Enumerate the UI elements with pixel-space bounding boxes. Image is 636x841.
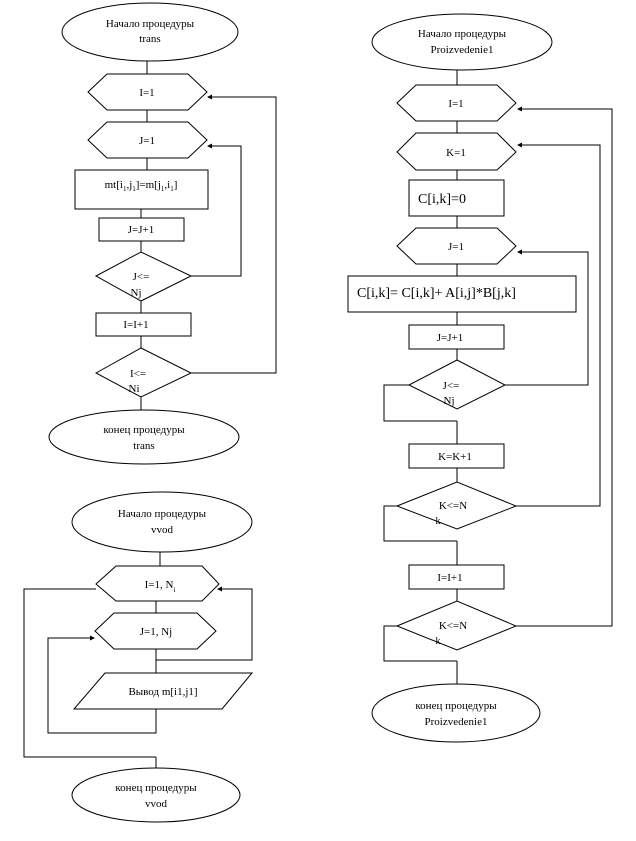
proizvedenie-end-label-2: Proizvedenie1 (425, 716, 488, 728)
trans-j-inc-process: J=J+1 (98, 217, 185, 242)
trans-assign-label: mt[i1,j1]=m[j1,i1] (105, 179, 178, 193)
proizvedenie-k-cond-decision: K<=N k (395, 481, 518, 530)
proizvedenie-k-inc-label: K=K+1 (438, 451, 472, 463)
proizvedenie-j-init-label: J=1 (448, 241, 464, 253)
vvod-i-loop-label: I=1, Ni (145, 579, 176, 594)
proizvedenie-start-label-2: Proizvedenie1 (431, 44, 494, 56)
trans-i-inc-process: I=I+1 (95, 312, 192, 337)
vvod-end-label-2: vvod (145, 798, 168, 810)
proizvedenie-i-cond-label-2: k (436, 636, 441, 647)
proizvedenie-c-accum-process: C[i,k]= C[i,k]+ A[i,j]*B[j,k] (347, 275, 577, 313)
proizvedenie-c-zero-label: C[i,k]=0 (418, 192, 466, 207)
trans-start-label-2: trans (139, 33, 160, 45)
vvod-end-label-1: конец процедуры (115, 782, 197, 794)
proizvedenie-i-inc-label: I=I+1 (437, 572, 462, 584)
vvod-end-terminator: конец процедуры vvod (71, 767, 241, 823)
proizvedenie-k-inc-process: K=K+1 (408, 443, 505, 469)
trans-flowchart: Начало процедуры trans I=1 J=1 mt[i1,j1]… (48, 2, 277, 465)
proizvedenie-i-init-hexagon: I=1 (396, 84, 517, 122)
trans-end-label-1: конец процедуры (103, 424, 185, 436)
trans-j-cond-decision: J<= Nj (94, 251, 193, 302)
trans-j-inc-label: J=J+1 (128, 224, 154, 236)
proizvedenie-i-init-label: I=1 (448, 98, 463, 110)
trans-i-init-hexagon: I=1 (87, 73, 208, 111)
vvod-start-label-2: vvod (151, 524, 174, 536)
vvod-j-loop-hexagon: J=1, Nj (94, 612, 217, 650)
trans-connectors (140, 61, 277, 410)
proizvedenie-i-cond-label-1: K<=N (439, 620, 467, 632)
trans-i-cond-label-1: I<= (130, 368, 146, 380)
proizvedenie-i-cond-decision: K<=N k (395, 600, 518, 651)
proizvedenie-c-zero-process: C[i,k]=0 (408, 179, 505, 217)
proizvedenie-start-label-1: Начало процедуры (418, 28, 507, 40)
trans-end-label-2: trans (133, 440, 154, 452)
trans-i-inc-label: I=I+1 (123, 319, 148, 331)
proizvedenie-j-cond-label-2: Nj (444, 395, 455, 407)
vvod-i-loop-hexagon: I=1, Ni (95, 565, 220, 602)
trans-j-cond-label-1: J<= (133, 271, 150, 283)
proizvedenie-j-inc-process: J=J+1 (408, 324, 505, 350)
vvod-output-parallelogram: Вывод m[i1,j1] (72, 672, 254, 710)
trans-i-cond-decision: I<= Ni (94, 347, 193, 398)
trans-start-label-1: Начало процедуры (106, 18, 195, 30)
proizvedenie-j-cond-label-1: J<= (443, 380, 460, 392)
proizvedenie-connectors (383, 70, 613, 684)
trans-j-cond-label-2: Nj (131, 287, 142, 299)
proizvedenie-c-accum-label: C[i,k]= C[i,k]+ A[i,j]*B[j,k] (357, 286, 516, 301)
vvod-start-label-1: Начало процедуры (118, 508, 207, 520)
vvod-connectors (23, 552, 253, 768)
trans-i-init-label: I=1 (139, 87, 154, 99)
proizvedenie-end-terminator: конец процедуры Proizvedenie1 (371, 683, 541, 743)
vvod-output-label: Вывод m[i1,j1] (128, 686, 197, 698)
proizvedenie-k-init-hexagon: K=1 (396, 132, 517, 171)
proizvedenie-j-init-hexagon: J=1 (396, 227, 517, 265)
proizvedenie-k-cond-label-1: K<=N (439, 500, 467, 512)
proizvedenie-start-terminator: Начало процедуры Proizvedenie1 (371, 13, 553, 71)
trans-j-init-label: J=1 (139, 135, 155, 147)
vvod-start-terminator: Начало процедуры vvod (71, 491, 253, 553)
trans-end-terminator: конец процедуры trans (48, 409, 240, 465)
proizvedenie-k-init-label: K=1 (446, 147, 466, 159)
vvod-j-loop-label: J=1, Nj (140, 626, 172, 638)
proizvedenie-end-label-1: конец процедуры (415, 700, 497, 712)
proizvedenie-flowchart: Начало процедуры Proizvedenie1 I=1 K=1 C… (347, 13, 613, 743)
proizvedenie-i-inc-process: I=I+1 (408, 564, 505, 590)
proizvedenie-j-cond-decision: J<= Nj (407, 359, 507, 410)
trans-start-terminator: Начало процедуры trans (61, 2, 239, 62)
trans-i-cond-label-2: Ni (129, 383, 140, 395)
trans-j-init-hexagon: J=1 (87, 121, 208, 159)
proizvedenie-j-inc-label: J=J+1 (437, 332, 463, 344)
vvod-flowchart: Начало процедуры vvod I=1, Ni J=1, Nj Вы… (23, 491, 254, 823)
trans-assign-process: mt[i1,j1]=m[j1,i1] (74, 169, 209, 210)
proizvedenie-k-cond-label-2: k (436, 516, 441, 527)
